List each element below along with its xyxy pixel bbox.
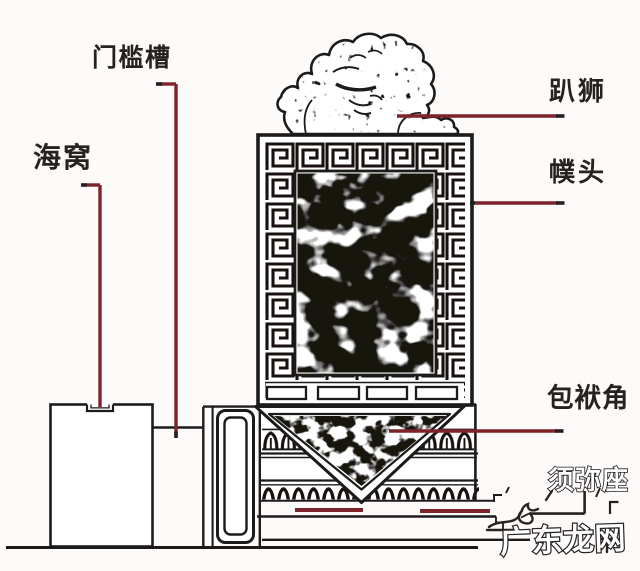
leader-end-caps — [81, 82, 565, 438]
watermark-dragon — [485, 489, 616, 554]
meander-border — [265, 142, 465, 398]
watermark-text: 广东龙网 — [499, 520, 626, 560]
label-door-sill-groove: 门槛槽 — [92, 43, 172, 72]
sill-step — [153, 405, 258, 546]
label-futou: 幞头 — [549, 158, 607, 188]
lion-mouth — [335, 82, 377, 92]
cloud-relief-panel — [297, 173, 434, 373]
futou-frame — [256, 133, 474, 407]
label-wrapped-corner: 包袱角 — [547, 383, 630, 414]
crouching-lion — [276, 32, 460, 136]
dentil-row — [265, 385, 459, 401]
sumeru-leader-elbow — [520, 487, 619, 519]
leader-lines — [86, 82, 557, 513]
label-sea-socket: 海窝 — [33, 141, 93, 174]
pier-panel — [216, 409, 255, 544]
label-crouching-lion: 趴狮 — [549, 77, 607, 107]
door-pillow-block — [49, 401, 154, 548]
label-sumeru-base: 须弥座 — [548, 465, 629, 496]
